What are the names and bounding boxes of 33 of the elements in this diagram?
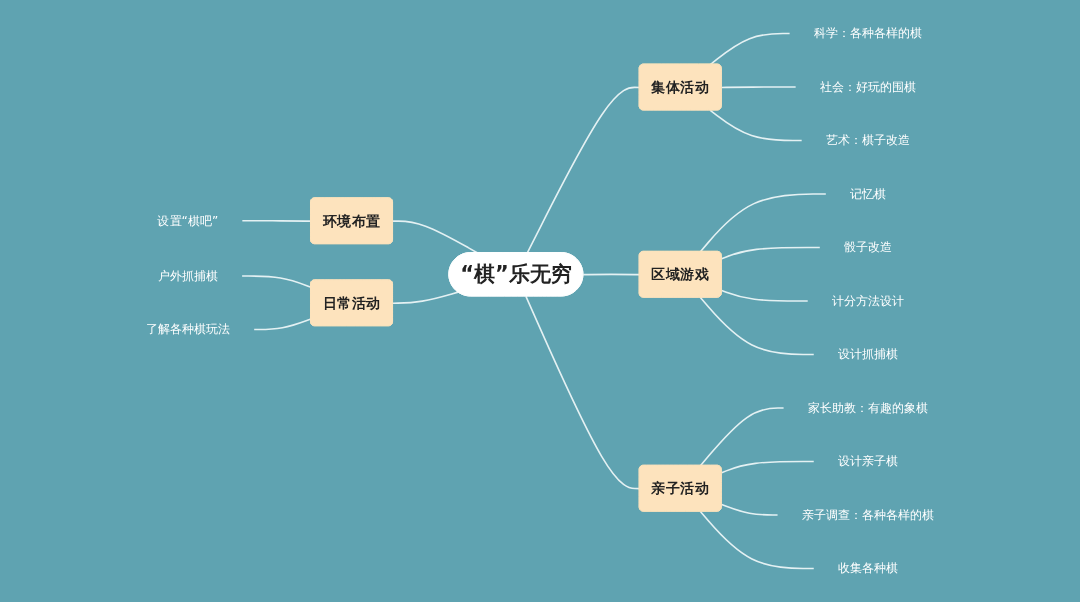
connector [720, 460, 815, 474]
connector [699, 296, 815, 356]
connector [241, 219, 312, 222]
node-text: 计分方法设计 [831, 293, 905, 309]
node-text: 了解各种棋玩法 [145, 322, 231, 337]
node-text: 设置“棋吧” [157, 213, 219, 228]
node-text: 记忆棋 [849, 186, 887, 202]
connector [582, 273, 641, 276]
connector [720, 503, 779, 516]
node-text: 设计亲子棋 [837, 454, 899, 469]
node-text: 艺术：棋子改造 [825, 133, 911, 148]
connector [699, 407, 785, 467]
node-text: 亲子调查：各种各样的棋 [801, 507, 935, 522]
connector [699, 510, 815, 570]
node-text: 设计抓捕棋 [837, 347, 899, 362]
node-text: 家长助教：有趣的象棋 [807, 400, 929, 416]
connector [709, 32, 791, 66]
node-text: 收集各种棋 [837, 561, 899, 576]
connector [253, 318, 312, 331]
node-text: 社会：好玩的围棋 [819, 79, 917, 95]
connector [241, 275, 312, 289]
connector [526, 86, 641, 254]
connector [392, 220, 479, 254]
connector [720, 86, 797, 89]
connector [392, 291, 459, 304]
connector [525, 295, 641, 490]
connector [720, 246, 821, 260]
node-text: 户外抓捕棋 [157, 268, 218, 284]
connector [699, 193, 827, 253]
connector [709, 109, 803, 142]
node-text: 科学：各种各样的棋 [813, 26, 923, 41]
node-text: 骰子改造 [843, 240, 893, 255]
connector [720, 289, 809, 302]
